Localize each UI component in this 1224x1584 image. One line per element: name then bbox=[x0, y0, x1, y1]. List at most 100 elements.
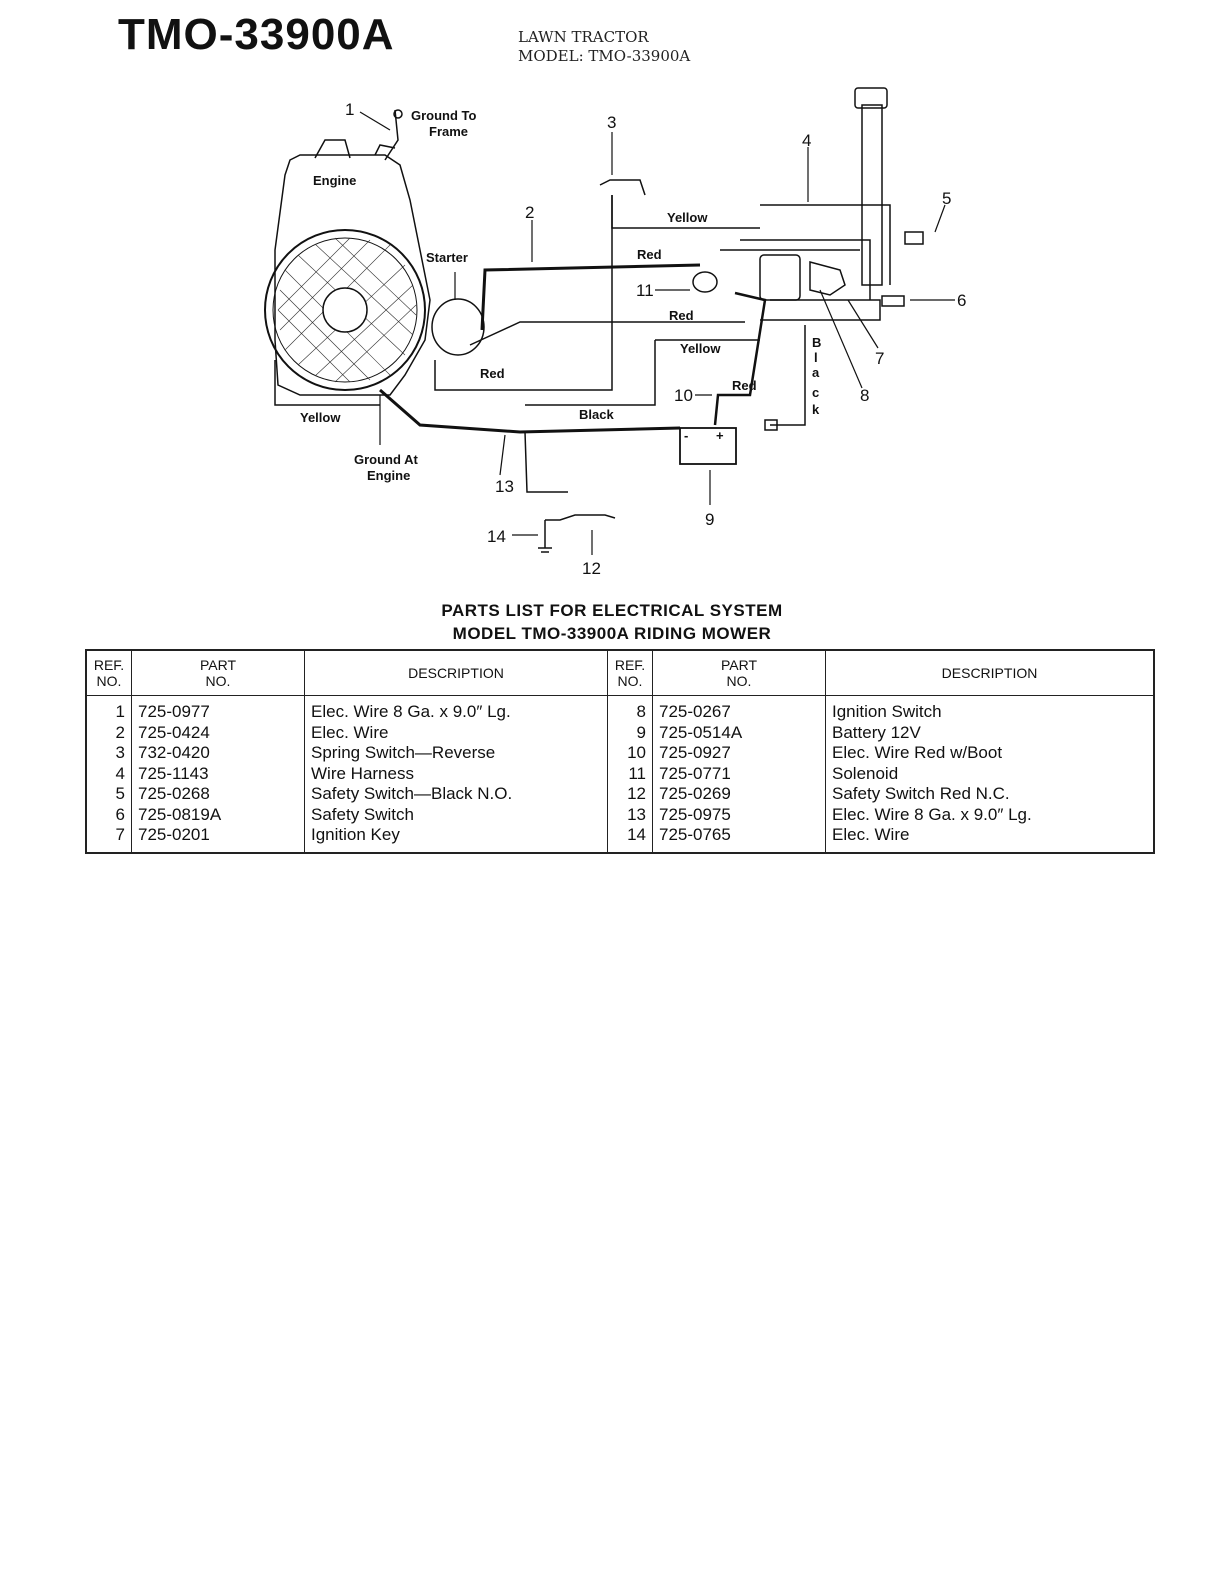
left-desc-column: Elec. Wire 8 Ga. x 9.0″ Lg. Elec. Wire S… bbox=[304, 695, 608, 853]
right-part: 725-0765 bbox=[659, 825, 731, 844]
left-ref: 4 bbox=[115, 763, 125, 783]
flywheel-screen bbox=[264, 229, 426, 391]
right-desc: Solenoid bbox=[832, 763, 899, 783]
spring-switch bbox=[599, 179, 646, 196]
battery-minus: - bbox=[684, 428, 688, 443]
callout-2: 2 bbox=[525, 203, 534, 222]
callout-12: 12 bbox=[582, 559, 601, 578]
right-part: 725-0269 bbox=[659, 784, 731, 803]
left-desc: Safety Switch bbox=[311, 804, 414, 824]
label-wire-black: Black bbox=[579, 407, 614, 422]
right-part: 725-0514A bbox=[659, 722, 743, 742]
right-desc: Battery 12V bbox=[832, 722, 921, 742]
left-part-column: 725-0977 725-0424 732-0420 725-1143 725-… bbox=[131, 695, 305, 853]
battery-plus: + bbox=[716, 428, 724, 443]
engine-outline bbox=[274, 154, 431, 396]
wire-red-starter bbox=[480, 263, 701, 331]
callout-13: 13 bbox=[495, 477, 514, 496]
wire-yellow-mid bbox=[274, 339, 760, 406]
flywheel-hub bbox=[322, 287, 368, 333]
right-ref: 8 bbox=[636, 702, 646, 721]
wire-black-vertical bbox=[770, 325, 806, 426]
left-desc: Elec. Wire 8 Ga. x 9.0″ Lg. bbox=[311, 702, 511, 721]
parts-list-subtitle: MODEL TMO-33900A RIDING MOWER bbox=[452, 624, 772, 643]
left-part: 725-0819A bbox=[138, 804, 222, 824]
callout-1: 1 bbox=[345, 100, 354, 119]
label-ground-at-engine-2: Engine bbox=[367, 468, 410, 483]
engine-top-detail bbox=[314, 139, 396, 159]
model-title: TMO-33900A bbox=[118, 10, 395, 59]
header-desc-left: DESCRIPTION bbox=[304, 650, 608, 696]
left-ref: 5 bbox=[115, 784, 125, 803]
callout-6: 6 bbox=[957, 291, 966, 310]
left-part: 725-0977 bbox=[138, 702, 210, 721]
safety-switch-6 bbox=[881, 295, 905, 307]
label-ground-at-engine-1: Ground At bbox=[354, 452, 418, 467]
parts-list-title: PARTS LIST FOR ELECTRICAL SYSTEM bbox=[441, 601, 783, 620]
right-part: 725-0771 bbox=[659, 763, 731, 783]
solenoid bbox=[692, 271, 718, 293]
battery bbox=[679, 427, 737, 465]
label-starter: Starter bbox=[426, 250, 468, 265]
left-desc: Spring Switch—Reverse bbox=[311, 743, 496, 762]
right-part: 725-0975 bbox=[659, 804, 731, 824]
label-wire-yellow-left: Yellow bbox=[300, 410, 341, 425]
left-desc: Elec. Wire bbox=[311, 722, 389, 742]
parts-table-body: 1 2 3 4 5 6 7 725-0977 725-0424 732-0420… bbox=[86, 695, 1155, 853]
left-part: 732-0420 bbox=[138, 743, 210, 762]
label-black-a: a bbox=[812, 365, 820, 380]
label-wire-red-mid: Red bbox=[669, 308, 694, 323]
left-ref: 3 bbox=[115, 743, 125, 762]
callout-3: 3 bbox=[607, 113, 616, 132]
right-desc: Elec. Wire bbox=[832, 825, 910, 844]
left-ref: 2 bbox=[115, 722, 125, 742]
label-black-k: k bbox=[812, 402, 820, 417]
subtitle: LAWN TRACTOR MODEL: TMO-33900A bbox=[518, 28, 690, 66]
starter-motor bbox=[431, 298, 485, 356]
ground-frame-wire bbox=[384, 109, 399, 161]
wire-yellow-lower bbox=[525, 340, 656, 406]
left-part: 725-0201 bbox=[138, 825, 210, 844]
right-ref: 14 bbox=[627, 825, 646, 844]
ground-14 bbox=[538, 520, 552, 553]
callout-14: 14 bbox=[487, 527, 506, 546]
label-engine: Engine bbox=[313, 173, 356, 188]
label-wire-red-top: Red bbox=[637, 247, 662, 262]
right-desc: Safety Switch Red N.C. bbox=[832, 784, 1010, 803]
right-part: 725-0927 bbox=[659, 743, 731, 762]
right-ref-column: 8 9 10 11 12 13 14 bbox=[607, 695, 653, 853]
right-desc: Ignition Switch bbox=[832, 702, 942, 721]
safety-switch-12 bbox=[545, 514, 616, 521]
right-ref: 10 bbox=[627, 743, 646, 762]
wire-end-black bbox=[764, 419, 778, 431]
callout-4: 4 bbox=[802, 131, 811, 150]
ignition-switch-knob bbox=[809, 261, 846, 296]
safety-switch-5 bbox=[904, 231, 924, 245]
callout-8: 8 bbox=[860, 386, 869, 405]
label-black-b: B bbox=[812, 335, 821, 350]
right-desc-column: Ignition Switch Battery 12V Elec. Wire R… bbox=[825, 695, 1155, 853]
right-part-column: 725-0267 725-0514A 725-0927 725-0771 725… bbox=[652, 695, 826, 853]
left-ref: 1 bbox=[115, 702, 125, 721]
wiring-diagram: Ground To Frame Engine Starter Ground At… bbox=[264, 87, 966, 578]
steering-column bbox=[861, 104, 883, 286]
header-ref-right: REF.NO. bbox=[607, 650, 653, 696]
subtitle-line-1: LAWN TRACTOR bbox=[518, 28, 649, 46]
callout-7: 7 bbox=[875, 349, 884, 368]
right-desc: Elec. Wire Red w/Boot bbox=[832, 743, 1003, 762]
wire-black-main bbox=[379, 388, 681, 434]
label-black-c: c bbox=[812, 385, 819, 400]
label-wire-red-low: Red bbox=[480, 366, 505, 381]
callout-9: 9 bbox=[705, 510, 714, 529]
left-ref-column: 1 2 3 4 5 6 7 bbox=[86, 695, 132, 853]
callout-5: 5 bbox=[942, 189, 951, 208]
callout-11: 11 bbox=[636, 281, 654, 300]
right-ref: 11 bbox=[628, 763, 646, 783]
subtitle-line-2: MODEL: TMO-33900A bbox=[518, 47, 691, 65]
left-desc: Safety Switch—Black N.O. bbox=[311, 784, 513, 803]
wire-13-down bbox=[524, 431, 568, 493]
header-desc-right: DESCRIPTION bbox=[825, 650, 1155, 696]
